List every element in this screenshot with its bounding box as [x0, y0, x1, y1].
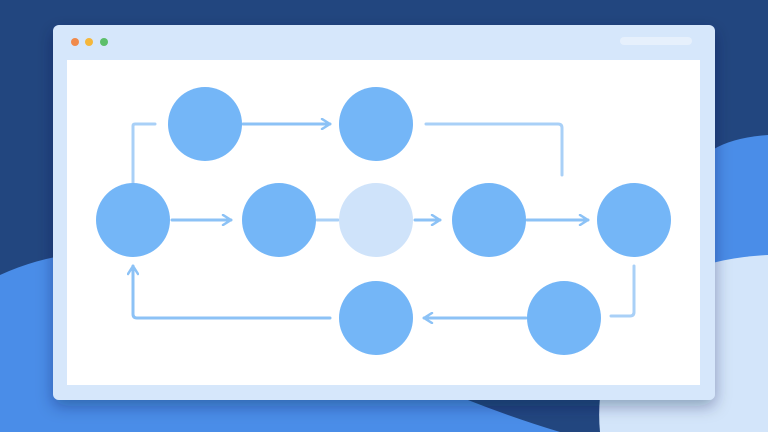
node-bottom-1 [339, 281, 413, 355]
node-top-1 [168, 87, 242, 161]
minimize-dot[interactable] [85, 38, 93, 46]
edge-start-to-top1 [131, 122, 157, 185]
node-mid-2-highlighted [339, 183, 413, 257]
node-start [96, 183, 170, 257]
node-mid-1 [242, 183, 316, 257]
maximize-dot[interactable] [100, 38, 108, 46]
node-mid-3 [452, 183, 526, 257]
node-bottom-2 [527, 281, 601, 355]
node-end [597, 183, 671, 257]
node-top-2 [339, 87, 413, 161]
edge-end-to-bottom2 [609, 264, 636, 318]
close-dot[interactable] [71, 38, 79, 46]
edge-top2-to-end [424, 122, 564, 177]
address-bar[interactable] [620, 37, 692, 45]
edge-bottom1-to-start [133, 264, 332, 320]
